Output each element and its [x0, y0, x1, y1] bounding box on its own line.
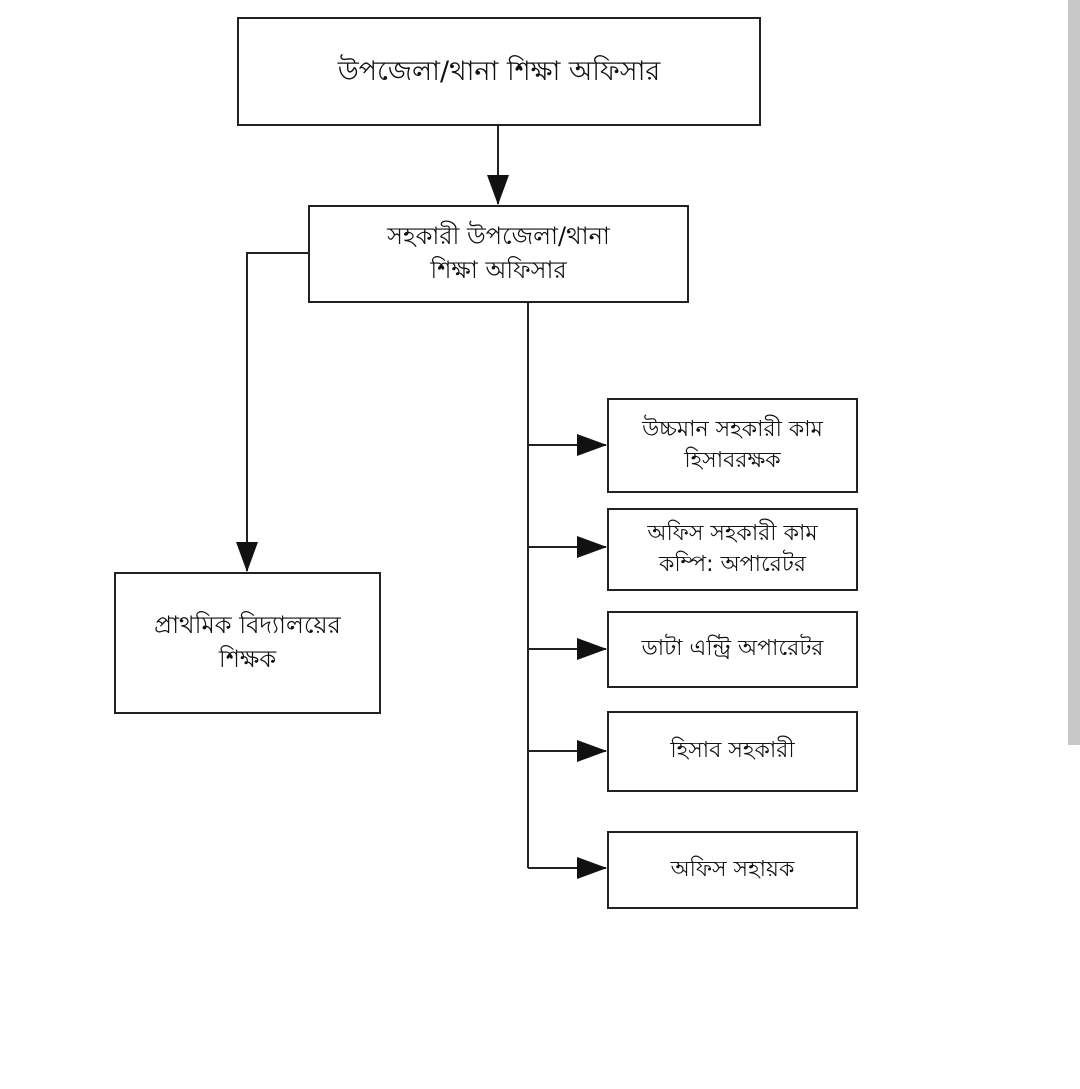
node-label: উপজেলা/থানা শিক্ষা অফিসার — [337, 55, 661, 87]
node-label: অফিস সহায়ক — [670, 856, 795, 882]
node-label: ডাটা এন্ট্রি অপারেটর — [641, 636, 824, 662]
node-staff-4: হিসাব সহকারী — [607, 711, 858, 792]
node-staff-1: উচ্চমান সহকারী কাম হিসাবরক্ষক — [607, 398, 858, 493]
node-staff-3: ডাটা এন্ট্রি অপারেটর — [607, 611, 858, 688]
arrow-second-to-teacher — [236, 252, 308, 572]
scrollbar[interactable] — [1068, 0, 1080, 745]
node-label: হিসাব সহকারী — [670, 738, 795, 764]
node-label: প্রাথমিক বিদ্যালয়ের শিক্ষক — [154, 611, 341, 673]
node-upazila-education-officer: উপজেলা/থানা শিক্ষা অফিসার — [237, 17, 761, 126]
node-assistant-education-officer: সহকারী উপজেলা/থানা শিক্ষা অফিসার — [308, 205, 689, 303]
node-primary-school-teacher: প্রাথমিক বিদ্যালয়ের শিক্ষক — [114, 572, 381, 714]
node-staff-2: অফিস সহকারী কাম কম্পি: অপারেটর — [607, 508, 858, 591]
node-label: সহকারী উপজেলা/থানা শিক্ষা অফিসার — [387, 222, 610, 284]
node-label: অফিস সহকারী কাম কম্পি: অপারেটর — [647, 520, 818, 577]
node-staff-5: অফিস সহায়ক — [607, 831, 858, 909]
node-label: উচ্চমান সহকারী কাম হিসাবরক্ষক — [642, 416, 823, 473]
